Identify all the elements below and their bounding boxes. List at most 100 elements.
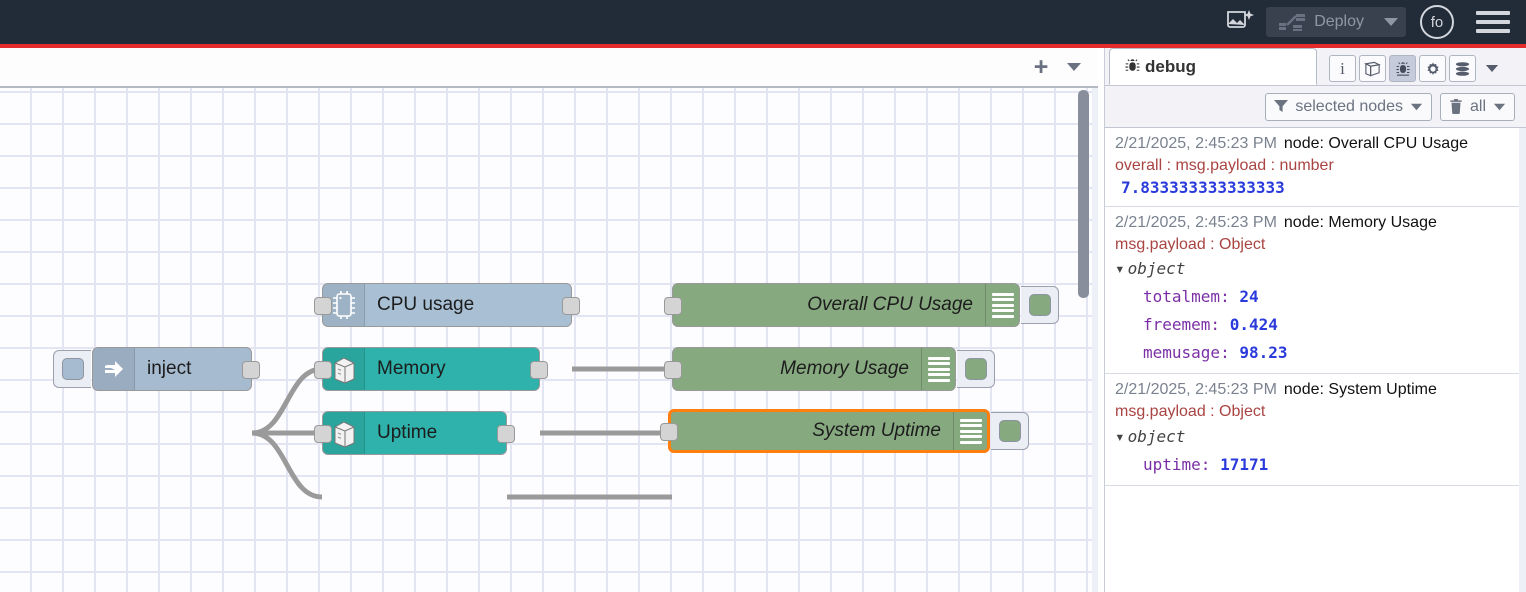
debug-message-timestamp: 2/21/2025, 2:45:23 PM [1115, 135, 1277, 152]
flow-node-system-uptime[interactable]: System Uptime [660, 409, 1029, 453]
help-book-icon[interactable] [1359, 55, 1386, 82]
sidebar-more-menu[interactable] [1481, 55, 1503, 82]
flow-tab-bar: + [0, 48, 1098, 88]
debug-object-value: 98.23 [1239, 343, 1288, 363]
deploy-dropdown-caret[interactable] [1376, 7, 1406, 37]
canvas-scrollbar-thumb[interactable] [1078, 90, 1089, 298]
debug-object-entry: memusage: 98.23 [1115, 339, 1519, 367]
flow-node-cpu-usage[interactable]: CPU usage [314, 283, 580, 327]
canvas-right-gutter [1092, 88, 1098, 592]
debug-object-key: memusage: [1143, 343, 1230, 363]
debug-message-header: 2/21/2025, 2:45:23 PM node: System Uptime [1115, 379, 1519, 401]
flow-wires [251, 366, 672, 500]
node-input-port[interactable] [660, 423, 678, 441]
debug-message[interactable]: 2/21/2025, 2:45:23 PM node: Overall CPU U… [1105, 128, 1526, 208]
header-accent-line [0, 44, 1526, 48]
debug-list-scrollbar[interactable] [1519, 128, 1526, 592]
debug-message-source: node: Overall CPU Usage [1283, 135, 1468, 152]
expand-caret-icon[interactable]: ▾ [1115, 259, 1125, 279]
context-data-icon[interactable] [1449, 55, 1476, 82]
debug-object-key: totalmem: [1143, 287, 1230, 307]
node-input-port[interactable] [664, 361, 682, 379]
debug-object-toggle-row[interactable]: ▾object [1115, 255, 1519, 283]
flow-node-memory-usage[interactable]: Memory Usage [664, 347, 995, 391]
add-flow-label: + [1033, 52, 1049, 81]
node-output-port[interactable] [242, 361, 260, 379]
debug-bug-icon[interactable] [1389, 55, 1416, 82]
flow-node-memory[interactable]: Memory [314, 347, 548, 391]
sidebar-tab-row: debug i [1105, 48, 1526, 86]
debug-message-topic: overall : msg.payload : number [1115, 156, 1334, 174]
hamburger-menu-icon[interactable] [1476, 7, 1510, 37]
debug-object-entry: totalmem: 24 [1115, 283, 1519, 311]
debug-message-topic: msg.payload : Object [1115, 402, 1266, 420]
user-avatar[interactable]: fo [1420, 5, 1454, 39]
debug-object-key: uptime: [1143, 454, 1211, 474]
debug-filter-bar: selected nodes all [1105, 86, 1526, 128]
deploy-icon [1279, 14, 1306, 31]
canvas-vertical-scrollbar[interactable] [1078, 88, 1090, 592]
sidebar-panel: debug i [1104, 48, 1526, 592]
deploy-label: Deploy [1314, 13, 1364, 30]
debug-lines-icon [953, 412, 987, 450]
node-input-port[interactable] [314, 297, 332, 315]
deploy-button-group[interactable]: Deploy [1266, 7, 1406, 37]
arrow-right-icon [93, 348, 135, 390]
debug-enable-toggle[interactable] [1021, 286, 1059, 324]
debug-message-list[interactable]: 2/21/2025, 2:45:23 PM node: Overall CPU U… [1105, 128, 1526, 592]
sidebar-tab-debug[interactable]: debug [1109, 48, 1317, 85]
debug-enable-toggle[interactable] [991, 412, 1029, 450]
node-input-port[interactable] [664, 297, 682, 315]
debug-message-topic: msg.payload : Object [1115, 235, 1266, 253]
funnel-icon [1274, 100, 1289, 112]
debug-clear-label: all [1469, 97, 1486, 115]
debug-message-source: node: Memory Usage [1283, 214, 1437, 232]
node-output-port[interactable] [497, 425, 515, 443]
debug-object-value: 24 [1239, 287, 1259, 307]
expand-caret-icon[interactable]: ▾ [1115, 426, 1125, 446]
debug-object-value: 0.424 [1229, 315, 1278, 335]
debug-message-timestamp: 2/21/2025, 2:45:23 PM [1115, 381, 1277, 399]
flow-node-overall-cpu-usage[interactable]: Overall CPU Usage [664, 283, 1059, 327]
info-icon[interactable]: i [1329, 55, 1356, 82]
debug-node-filter-button[interactable]: selected nodes [1265, 92, 1432, 121]
app-header: Deploy fo [0, 0, 1526, 44]
node-output-port[interactable] [562, 297, 580, 315]
avatar-initials: fo [1430, 13, 1444, 31]
deploy-button[interactable]: Deploy [1266, 7, 1376, 37]
flow-list-menu-button[interactable] [1058, 48, 1090, 86]
inject-trigger-button[interactable] [53, 350, 91, 388]
debug-object-toggle-row[interactable]: ▾object [1115, 423, 1519, 451]
sidebar-tab-label: debug [1145, 56, 1196, 76]
chevron-down-icon [1067, 63, 1081, 71]
debug-object-label: object [1127, 426, 1186, 446]
chevron-down-icon [1493, 103, 1506, 110]
flow-canvas[interactable]: inject CPU usage [0, 88, 1098, 592]
chevron-down-icon [1410, 103, 1423, 110]
image-sparkle-icon[interactable] [1214, 0, 1266, 44]
add-tab-group: + [1024, 48, 1090, 86]
debug-message[interactable]: 2/21/2025, 2:45:23 PM node: System Uptime… [1105, 374, 1526, 486]
node-label: Uptime [377, 422, 438, 443]
node-label: inject [147, 358, 192, 379]
config-gear-icon[interactable] [1419, 55, 1446, 82]
add-flow-button[interactable]: + [1024, 48, 1058, 86]
node-output-port[interactable] [530, 361, 548, 379]
node-label: CPU usage [377, 294, 475, 315]
flow-node-uptime[interactable]: Uptime [314, 411, 515, 455]
node-label: Memory [377, 358, 446, 379]
node-input-port[interactable] [314, 361, 332, 379]
chevron-down-icon [1485, 65, 1499, 72]
debug-message-source: node: System Uptime [1283, 381, 1437, 399]
debug-node-filter-label: selected nodes [1295, 97, 1403, 115]
debug-clear-button[interactable]: all [1439, 92, 1515, 121]
debug-enable-toggle[interactable] [957, 350, 995, 388]
sidebar-icon-buttons: i [1329, 55, 1503, 82]
flow-workspace: + [0, 48, 1098, 592]
node-input-port[interactable] [314, 425, 332, 443]
debug-object-label: object [1127, 259, 1186, 279]
node-label: Overall CPU Usage [807, 294, 973, 315]
flow-node-inject[interactable]: inject [53, 347, 260, 391]
